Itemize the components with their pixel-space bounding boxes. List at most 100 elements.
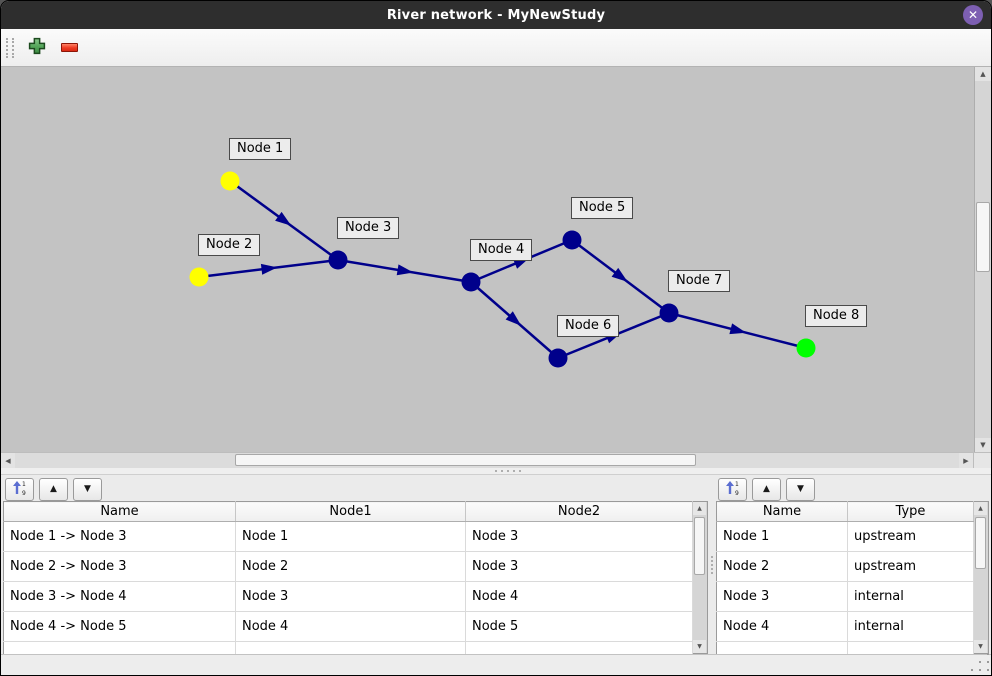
table-cell[interactable]: Node 3 [465, 521, 692, 552]
table-cell[interactable]: internal [847, 581, 973, 612]
edge-arrow-icon [505, 311, 522, 326]
vertical-scroll-thumb[interactable] [694, 517, 705, 575]
tables-splitter[interactable] [710, 475, 714, 654]
table-cell[interactable]: Node 4 [717, 611, 848, 642]
graph-node[interactable] [461, 272, 481, 292]
horizontal-scroll-track[interactable] [15, 453, 959, 468]
vertical-scroll-thumb[interactable] [976, 202, 990, 272]
toolbar-grip[interactable] [6, 37, 14, 58]
table-cell[interactable]: Node 4 [465, 581, 692, 612]
table-cell[interactable]: Node 3 [465, 551, 692, 582]
table-cell[interactable]: Node 4 [235, 611, 466, 642]
move-row-up-button[interactable]: ▲ [752, 477, 781, 501]
table-cell[interactable]: upstream [847, 551, 973, 582]
graph-node[interactable] [220, 171, 240, 191]
graph-node[interactable] [328, 250, 348, 270]
node-label[interactable]: Node 6 [557, 315, 620, 337]
river-network-canvas[interactable]: Node 1 Node 2 Node 3 Node 4 Node 5 Node 6 Node… [1, 67, 974, 452]
arrow-up-icon: ▲ [763, 484, 770, 494]
canvas-table-splitter[interactable] [1, 468, 991, 475]
graph-node[interactable] [659, 303, 679, 323]
nodes-table-scrollbar[interactable]: ▲ ▼ [974, 501, 989, 654]
horizontal-scroll-thumb[interactable] [235, 454, 696, 466]
main-toolbar [1, 29, 991, 67]
column-header[interactable]: Type [847, 502, 973, 522]
table-cell[interactable]: Node 2 [235, 551, 466, 582]
node-label[interactable]: Node 5 [571, 197, 634, 219]
table-cell[interactable]: Node 1 -> Node 3 [4, 521, 236, 552]
splitter-grip-icon [711, 563, 713, 566]
vertical-scroll-thumb[interactable] [975, 517, 986, 569]
scroll-down-icon[interactable]: ▼ [975, 438, 991, 452]
table-cell[interactable]: Node 1 [717, 521, 848, 552]
move-row-down-button[interactable]: ▼ [73, 477, 102, 501]
nodes-toolbar: 1 9 ▲ ▼ [714, 475, 991, 501]
table-cell[interactable]: internal [847, 611, 973, 642]
node-label[interactable]: Node 4 [470, 239, 533, 261]
table-cell[interactable]: Node 1 [235, 521, 466, 552]
graph-node[interactable] [562, 230, 582, 250]
graph-node[interactable] [189, 267, 209, 287]
sort-button[interactable]: 1 9 [5, 477, 34, 501]
table-cell[interactable]: Node 3 -> Node 4 [4, 581, 236, 612]
add-node-button[interactable] [23, 34, 51, 62]
close-icon: ✕ [967, 8, 979, 22]
scroll-right-icon[interactable]: ▶ [959, 453, 973, 468]
column-header[interactable]: Name [4, 502, 236, 522]
column-header[interactable]: Node2 [465, 502, 692, 522]
splitter-grip-icon [495, 470, 497, 472]
remove-node-button[interactable] [55, 34, 83, 62]
arrow-up-icon: ▲ [50, 484, 57, 494]
sort-button[interactable]: 1 9 [718, 477, 747, 501]
plus-icon [28, 37, 46, 59]
table-cell[interactable]: Node 4 -> Node 5 [4, 611, 236, 642]
window-title: River network - MyNewStudy [386, 7, 606, 23]
sort-1-9-icon: 1 9 [12, 480, 27, 499]
node-label[interactable]: Node 1 [229, 138, 292, 160]
table-cell[interactable]: Node 3 [717, 581, 848, 612]
table-cell[interactable]: Node 3 [235, 581, 466, 612]
graph-node[interactable] [796, 338, 816, 358]
reaches-toolbar: 1 9 ▲ ▼ [1, 475, 710, 501]
scroll-up-icon[interactable]: ▲ [975, 67, 991, 81]
arrow-down-icon: ▼ [797, 484, 804, 494]
scroll-left-icon[interactable]: ◀ [1, 453, 15, 468]
node-label[interactable]: Node 3 [337, 217, 400, 239]
canvas-vertical-scrollbar[interactable]: ▲ ▼ [974, 67, 991, 452]
move-row-down-button[interactable]: ▼ [786, 477, 815, 501]
scroll-up-icon[interactable]: ▲ [974, 502, 987, 515]
close-button[interactable]: ✕ [963, 5, 983, 25]
reaches-table-scrollbar[interactable]: ▲ ▼ [693, 501, 708, 654]
node-label[interactable]: Node 2 [198, 234, 261, 256]
canvas-horizontal-scrollbar[interactable]: ◀ ▶ [1, 452, 991, 468]
scroll-down-icon[interactable]: ▼ [693, 640, 706, 653]
column-header[interactable]: Node1 [235, 502, 466, 522]
scroll-down-icon[interactable]: ▼ [974, 640, 987, 653]
title-bar: River network - MyNewStudy ✕ [1, 1, 991, 29]
move-row-up-button[interactable]: ▲ [39, 477, 68, 501]
table-cell[interactable]: upstream [847, 521, 973, 552]
table-cell[interactable]: Node 2 -> Node 3 [4, 551, 236, 582]
column-header[interactable]: Name [717, 502, 848, 522]
scroll-up-icon[interactable]: ▲ [693, 502, 706, 515]
node-label[interactable]: Node 8 [805, 305, 868, 327]
graph-node[interactable] [548, 348, 568, 368]
node-label[interactable]: Node 7 [668, 270, 731, 292]
table-cell[interactable]: Node 2 [717, 551, 848, 582]
table-cell[interactable]: Node 5 [465, 611, 692, 642]
edge-arrow-icon [729, 323, 747, 335]
resize-grip-icon[interactable] [979, 661, 981, 663]
